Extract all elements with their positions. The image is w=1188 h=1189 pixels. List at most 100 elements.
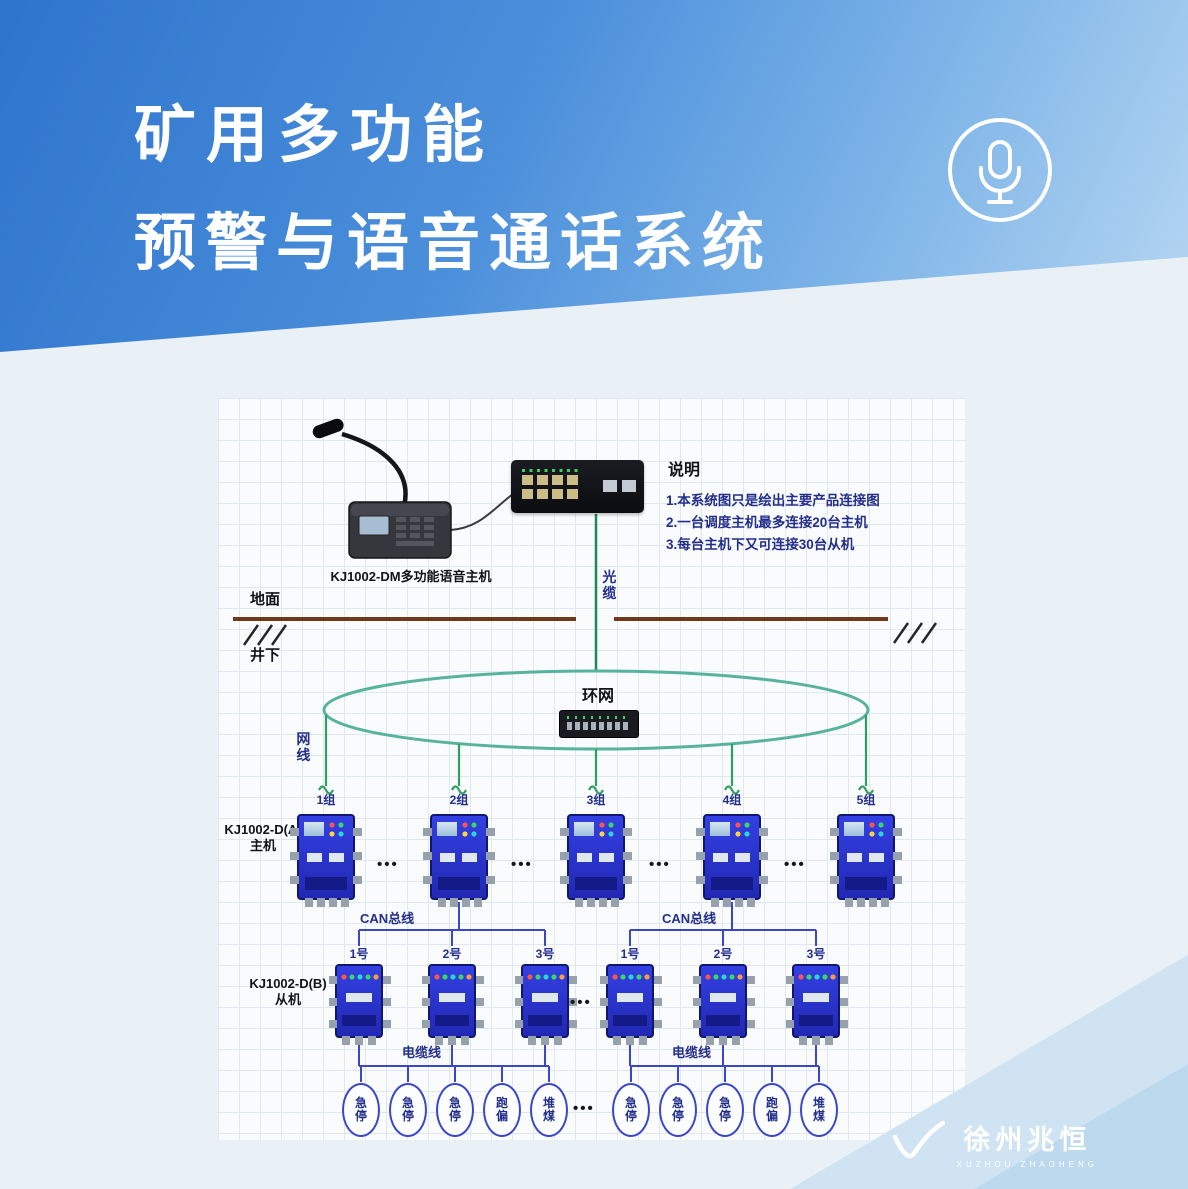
sensor-node: 跑偏	[753, 1083, 791, 1137]
sensor-node: 堆煤	[530, 1083, 568, 1137]
slave-face	[338, 967, 380, 1035]
slave-device	[786, 964, 840, 1045]
cable-glands	[830, 828, 839, 836]
page-subtitle: 预警与语音通话系统	[134, 209, 774, 278]
sensor-node: 急停	[659, 1083, 697, 1137]
slave-unit-label: 2号	[442, 947, 462, 961]
brand-name: 徐州兆恒	[963, 1125, 1092, 1155]
sensor-label: 急停	[624, 1095, 637, 1123]
slave-model-caption: KJ1002-D(B) 从机	[249, 976, 327, 1007]
sensor-label: 跑偏	[765, 1095, 778, 1123]
cable-glands-bottom	[845, 898, 853, 907]
note-item: 3.每台主机下又可连接30台从机	[666, 537, 855, 552]
console-device	[312, 418, 514, 559]
ellipsis: •••	[511, 856, 533, 873]
cable-glands-bottom	[706, 1036, 714, 1045]
ellipsis: •••	[570, 994, 592, 1011]
sensor-label: 急停	[448, 1095, 461, 1123]
slave-unit-label: 1号	[620, 947, 640, 961]
cable-glands	[422, 976, 430, 984]
host-face	[300, 817, 352, 897]
underground-label: 井下	[250, 647, 281, 664]
cable-glands-bottom	[342, 1036, 350, 1045]
host-device	[290, 814, 355, 907]
note-item: 2.一台调度主机最多连接20台主机	[666, 515, 868, 530]
sensor-label: 堆煤	[542, 1095, 555, 1123]
host-device	[423, 814, 488, 907]
slave-face	[431, 967, 473, 1035]
host-drop-lines	[318, 715, 874, 795]
brand-name-en: XUZHOU ZHAOHENG	[956, 1160, 1098, 1169]
ellipsis: •••	[377, 856, 399, 873]
core-switch-device	[511, 460, 644, 513]
ground-label: 地面	[250, 591, 281, 608]
sensor-label: 急停	[401, 1095, 414, 1123]
system-diagram: KJ1002-DM多功能语音主机 说明 1.本系统图只是绘出主要产品连接图 2.…	[218, 398, 965, 1140]
network-cable-label: 网线	[296, 731, 311, 763]
page-title: 矿用多功能	[134, 101, 495, 170]
slave-device	[422, 964, 476, 1045]
host-group-label: 5组	[856, 793, 876, 807]
cable-glands-bottom	[711, 898, 719, 907]
cable-glands-bottom	[799, 1036, 807, 1045]
cable-glands	[786, 976, 794, 984]
sensor-label: 急停	[718, 1095, 731, 1123]
cable-glands-bottom	[305, 898, 313, 907]
notes-list: 1.本系统图只是绘出主要产品连接图 2.一台调度主机最多连接20台主机 3.每台…	[666, 490, 880, 556]
sensor-node: 堆煤	[800, 1083, 838, 1137]
cable-glands	[290, 828, 299, 836]
sensor-label: 跑偏	[495, 1095, 508, 1123]
ground-lines	[233, 617, 938, 646]
optical-cable-label: 光缆	[602, 569, 617, 601]
sensor-node: 急停	[706, 1083, 744, 1137]
cable-glands	[423, 828, 432, 836]
cable-glands	[560, 828, 569, 836]
slave-unit-label: 3号	[806, 947, 826, 961]
sensor-label: 急停	[354, 1095, 367, 1123]
slave-unit-label: 2号	[713, 947, 733, 961]
notes-title: 说明	[668, 462, 701, 479]
ellipsis: •••	[649, 856, 671, 873]
cable-glands	[515, 976, 523, 984]
slave-device	[329, 964, 383, 1045]
brand-text: 徐州兆恒 XUZHOU ZHAOHENG	[957, 1118, 1098, 1169]
brand-logo: 徐州兆恒 XUZHOU ZHAOHENG	[892, 1118, 1098, 1169]
cable-glands	[600, 976, 608, 984]
host-group-label: 4组	[722, 793, 742, 807]
sensor-node: 急停	[389, 1083, 427, 1137]
host-device	[560, 814, 625, 907]
brand-check-icon	[892, 1120, 945, 1158]
host-device	[696, 814, 761, 907]
can-bus-label: CAN总线	[662, 911, 717, 926]
slave-face	[609, 967, 651, 1035]
cable-glands-bottom	[435, 1036, 443, 1045]
sensor-label: 堆煤	[812, 1095, 825, 1123]
cable-glands	[693, 976, 701, 984]
sensor-label: 急停	[671, 1095, 684, 1123]
cable-glands	[696, 828, 705, 836]
console-label: KJ1002-DM多功能语音主机	[330, 569, 492, 584]
slave-face	[702, 967, 744, 1035]
ring-switch-ports	[560, 711, 638, 737]
ring-network-label: 环网	[581, 688, 614, 705]
host-group-label: 3组	[586, 793, 606, 807]
can-bus-label: CAN总线	[360, 911, 415, 926]
slave-device	[600, 964, 654, 1045]
sensor-node: 急停	[436, 1083, 474, 1137]
ellipsis: •••	[573, 1100, 595, 1117]
ring-switch-device	[559, 710, 639, 738]
host-device	[830, 814, 895, 907]
host-group-label: 1组	[316, 793, 336, 807]
slave-unit-label: 3号	[535, 947, 555, 961]
host-face	[706, 817, 758, 897]
sensor-node: 急停	[612, 1083, 650, 1137]
host-group-label: 2组	[449, 793, 469, 807]
can-bus-lines	[358, 902, 817, 946]
cable-glands-bottom	[613, 1036, 621, 1045]
cable-glands-bottom	[528, 1036, 536, 1045]
switch-ports	[511, 460, 644, 513]
sensor-node: 急停	[342, 1083, 380, 1137]
note-item: 1.本系统图只是绘出主要产品连接图	[666, 493, 880, 508]
connection-lines	[233, 418, 938, 1082]
